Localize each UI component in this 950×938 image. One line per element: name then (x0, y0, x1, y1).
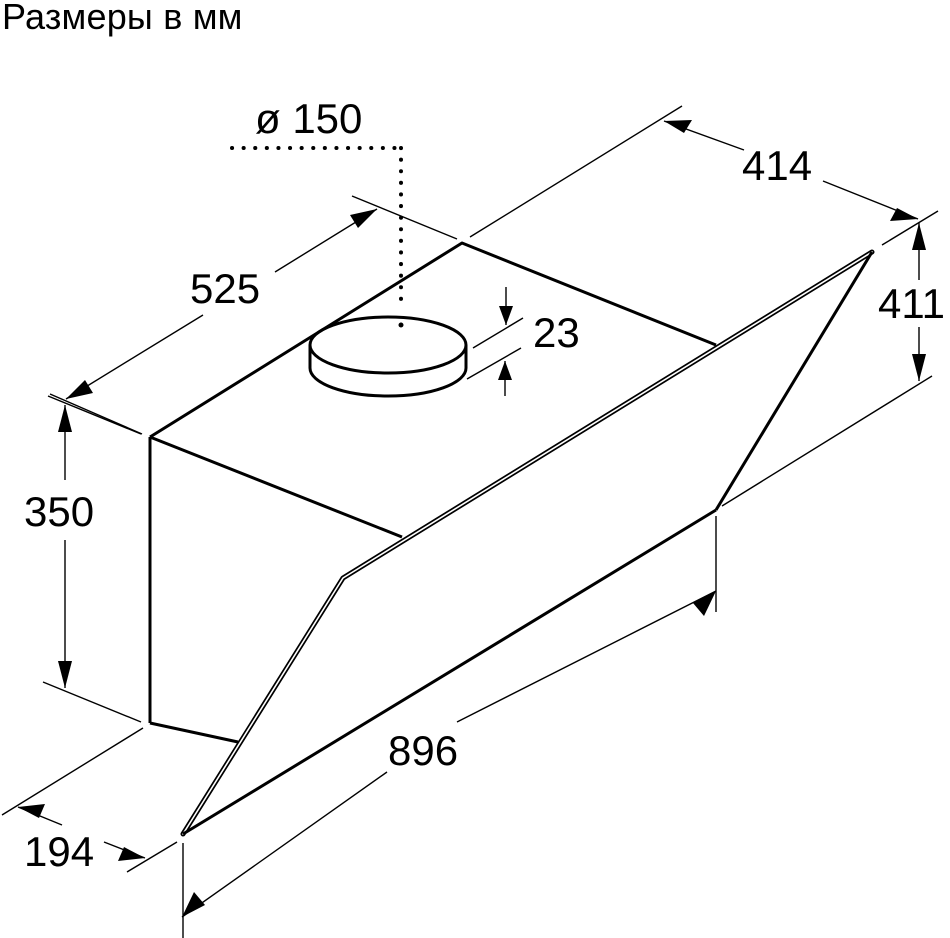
dim-diameter-label: ø 150 (255, 95, 362, 142)
dim-896-label: 896 (388, 727, 458, 774)
dim-525 (49, 195, 458, 435)
dim-414 (469, 105, 939, 246)
duct-collar (308, 315, 468, 398)
dim-411 (721, 223, 933, 507)
dim-23 (466, 287, 524, 396)
dim-414-label: 414 (742, 142, 812, 189)
dim-194 (1, 727, 178, 873)
dim-23-label: 23 (533, 309, 580, 356)
diameter-leader (230, 146, 403, 304)
dim-194-label: 194 (24, 828, 94, 875)
dim-411-label: 411 (878, 280, 945, 327)
dim-896 (181, 516, 717, 938)
dim-350 (42, 395, 142, 723)
glass-panel (180, 249, 875, 837)
dim-525-label: 525 (190, 265, 260, 312)
page-title: Размеры в мм (2, 0, 243, 37)
dim-350-label: 350 (24, 488, 94, 535)
hood-body (148, 241, 717, 744)
